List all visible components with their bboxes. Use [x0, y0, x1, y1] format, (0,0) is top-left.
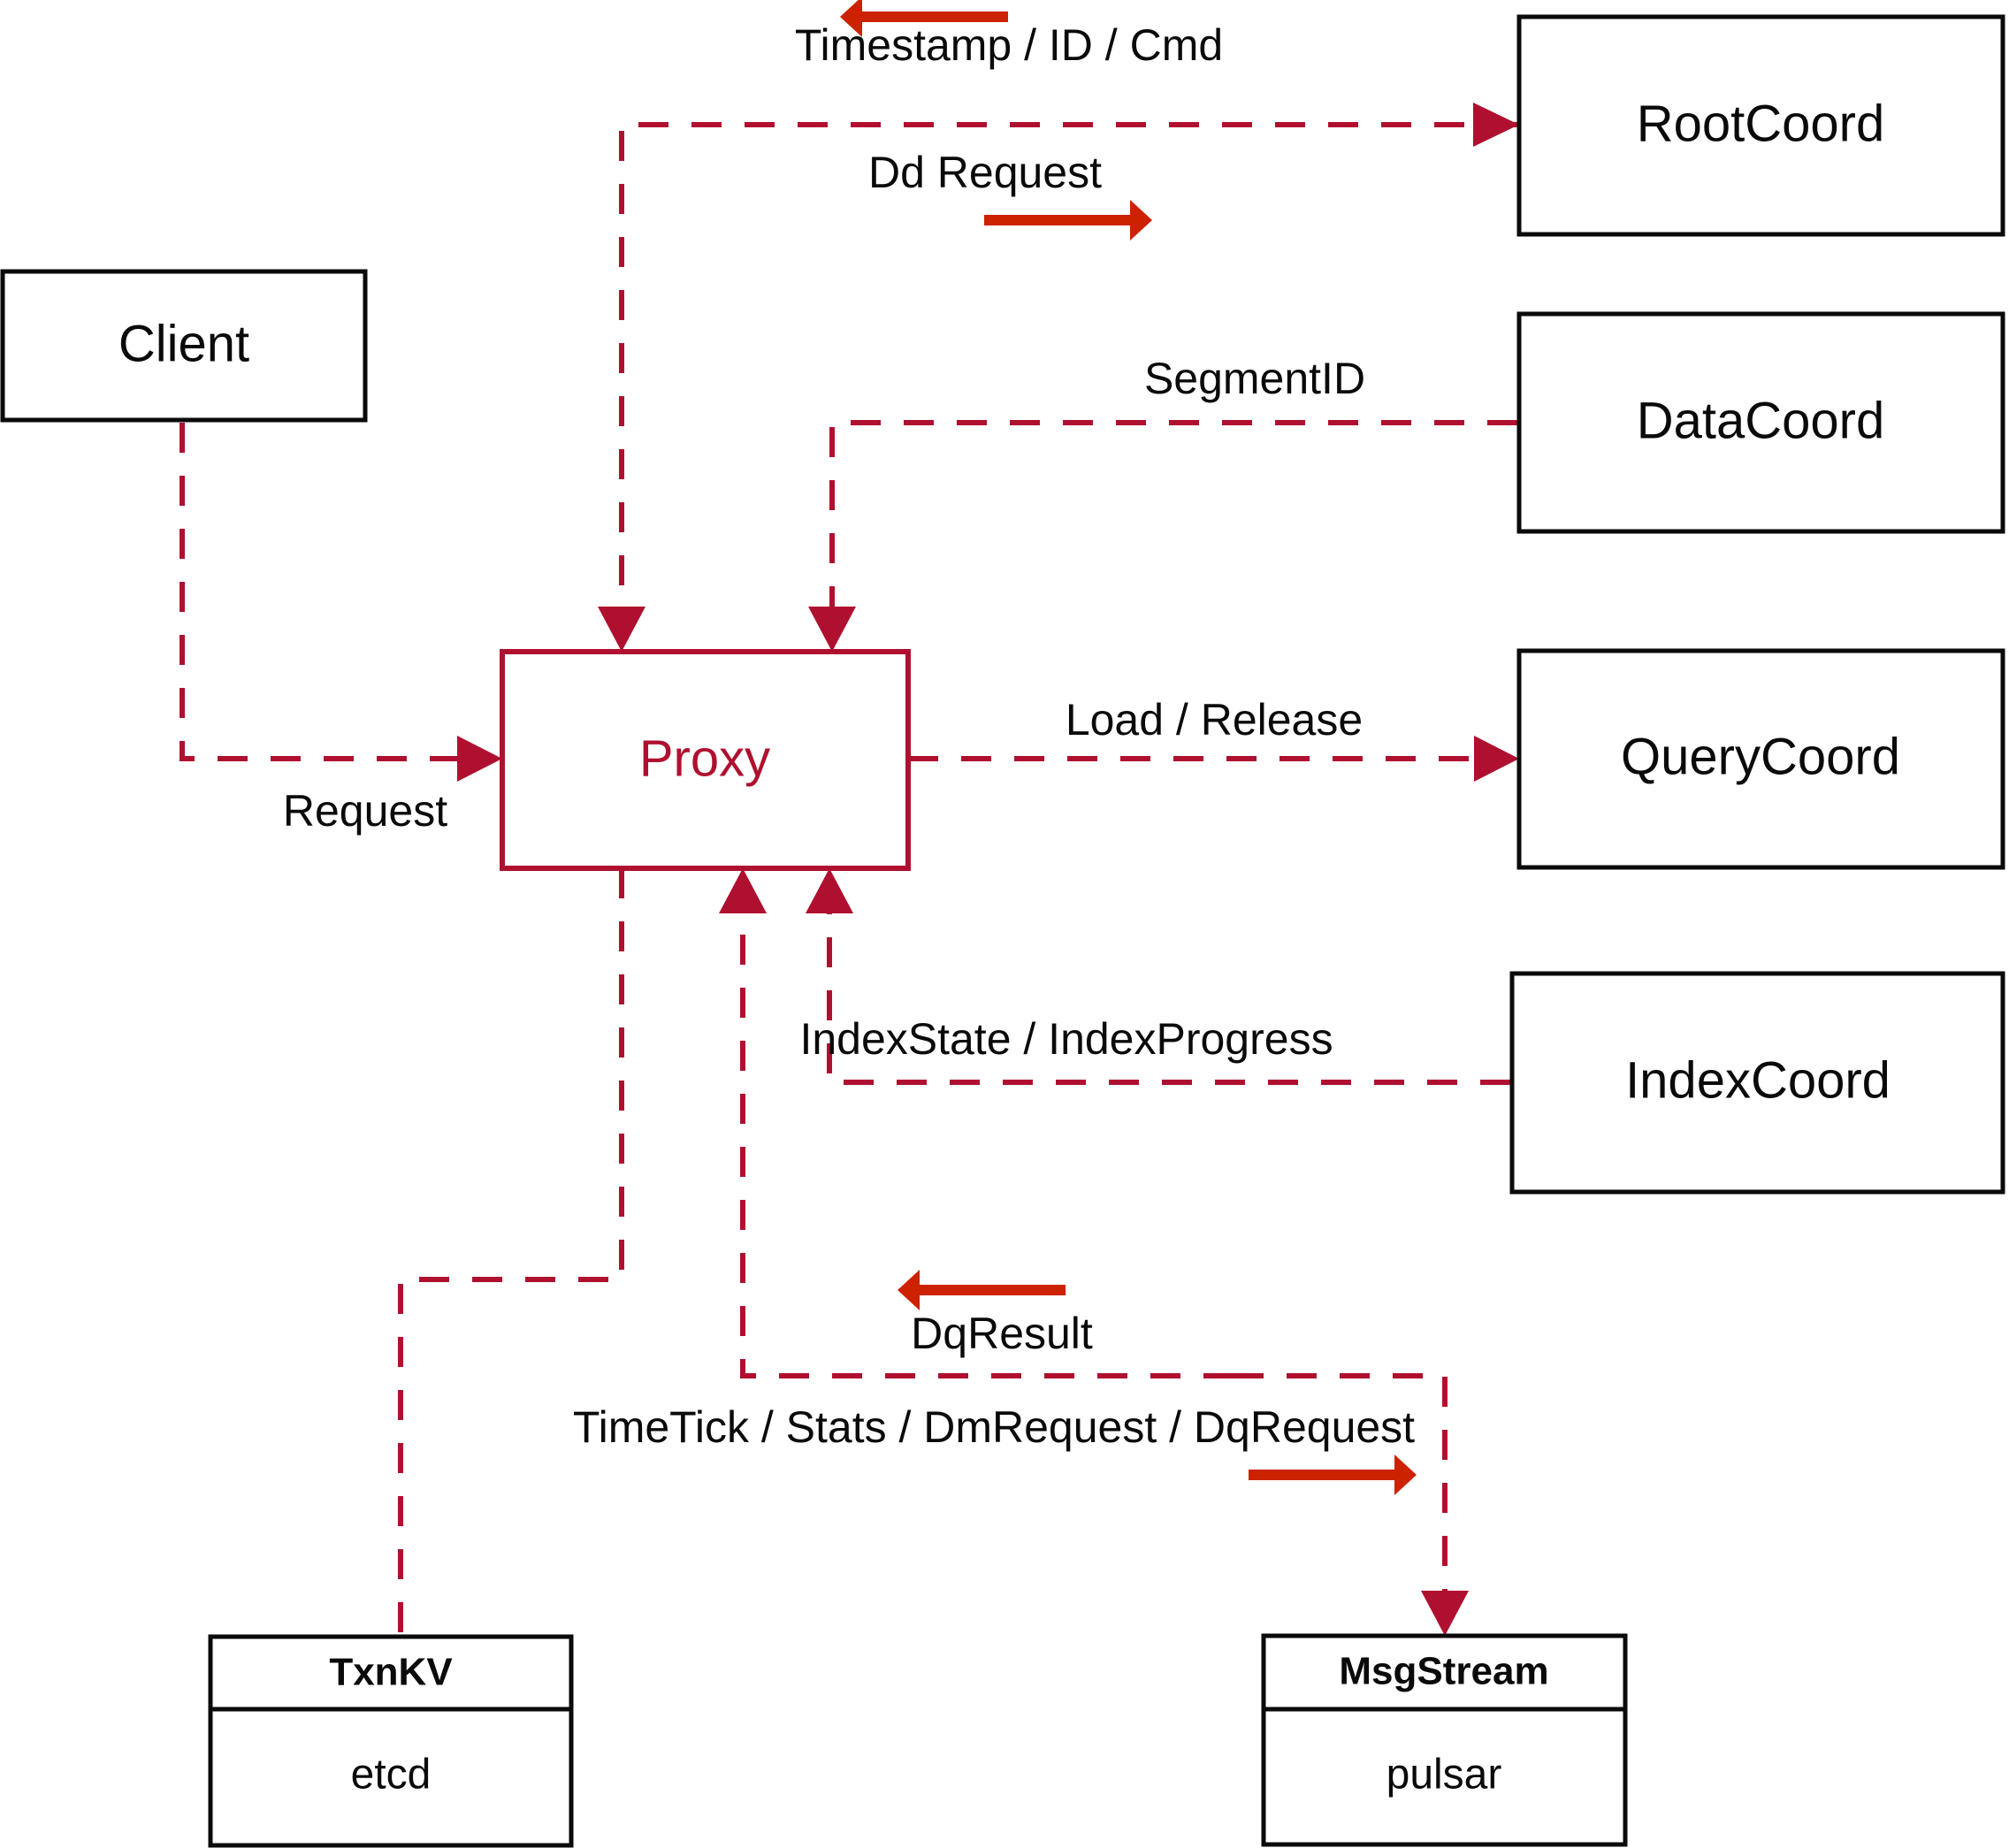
edge-label-timestamp-id-cmd: Timestamp / ID / Cmd [795, 20, 1223, 70]
node-msgstream-title: MsgStream [1339, 1650, 1548, 1693]
edge-txnkv-path [398, 868, 624, 1637]
direction-arrow-timetick [1249, 1455, 1417, 1495]
edge-loadrelease-arrowhead [1474, 736, 1519, 782]
edge-indexstate-path [827, 900, 1510, 1085]
edge-request [180, 423, 502, 782]
node-txnkv-impl: etcd [351, 1752, 432, 1798]
edge-txnkv [398, 868, 624, 1637]
edge-label-dd-request: Dd Request [868, 148, 1102, 197]
edge-label-load-release: Load / Release [1066, 695, 1363, 745]
node-msgstream-impl: pulsar [1386, 1752, 1502, 1798]
edge-load-release [908, 736, 1519, 782]
edge-dqresult-arrowhead [719, 868, 767, 913]
edge-timetick-stats [1234, 1373, 1469, 1636]
edge-timetick-path [1234, 1373, 1448, 1602]
node-proxy-label: Proxy [639, 729, 770, 787]
edge-label-index-state-progress: IndexState / IndexProgress [799, 1014, 1333, 1064]
node-root-coord-label: RootCoord [1637, 95, 1884, 152]
node-proxy[interactable]: Proxy [500, 649, 911, 871]
edge-request-path [180, 423, 469, 761]
node-query-coord-label: QueryCoord [1621, 728, 1900, 785]
edge-segmentid-arrowhead [808, 607, 856, 652]
edge-label-request: Request [283, 786, 447, 836]
node-index-coord[interactable]: IndexCoord [1509, 971, 2005, 1195]
edge-timestamp-id-cmd [598, 103, 1519, 652]
node-msgstream[interactable]: MsgStream pulsar [1261, 1633, 1628, 1847]
edge-label-segment-id: SegmentID [1144, 354, 1365, 403]
node-txnkv[interactable]: TxnKV etcd [208, 1634, 574, 1848]
edge-timestamp-arrowhead [598, 607, 645, 652]
node-query-coord[interactable]: QueryCoord [1516, 648, 2005, 870]
edge-timestamp-path [619, 122, 1517, 619]
direction-arrow-dq-result [898, 1270, 1066, 1310]
edge-index-state-progress [806, 868, 1510, 1085]
edge-segment-id [808, 420, 1517, 652]
edge-request-arrowhead [457, 736, 502, 782]
edge-label-timetick-stats: TimeTick / Stats / DmRequest / DqRequest [573, 1402, 1415, 1452]
direction-arrow-timestamp [840, 0, 1008, 37]
edge-dq-result [719, 868, 1234, 1378]
node-data-coord-label: DataCoord [1637, 392, 1884, 449]
node-root-coord[interactable]: RootCoord [1516, 14, 2005, 237]
node-client[interactable]: Client [0, 269, 368, 423]
edge-timestamp-arrowhead-root [1473, 103, 1519, 147]
edge-indexstate-arrowhead [806, 868, 853, 913]
node-index-coord-label: IndexCoord [1625, 1051, 1891, 1109]
edge-segmentid-path [829, 420, 1517, 619]
edge-timetick-arrowhead [1421, 1591, 1469, 1636]
edge-dqresult-path [740, 900, 1234, 1378]
node-txnkv-title: TxnKV [329, 1651, 453, 1694]
direction-arrow-dd-request [984, 200, 1152, 241]
edge-label-dq-result: DqResult [911, 1309, 1093, 1358]
node-client-label: Client [118, 315, 249, 372]
node-data-coord[interactable]: DataCoord [1516, 311, 2005, 534]
